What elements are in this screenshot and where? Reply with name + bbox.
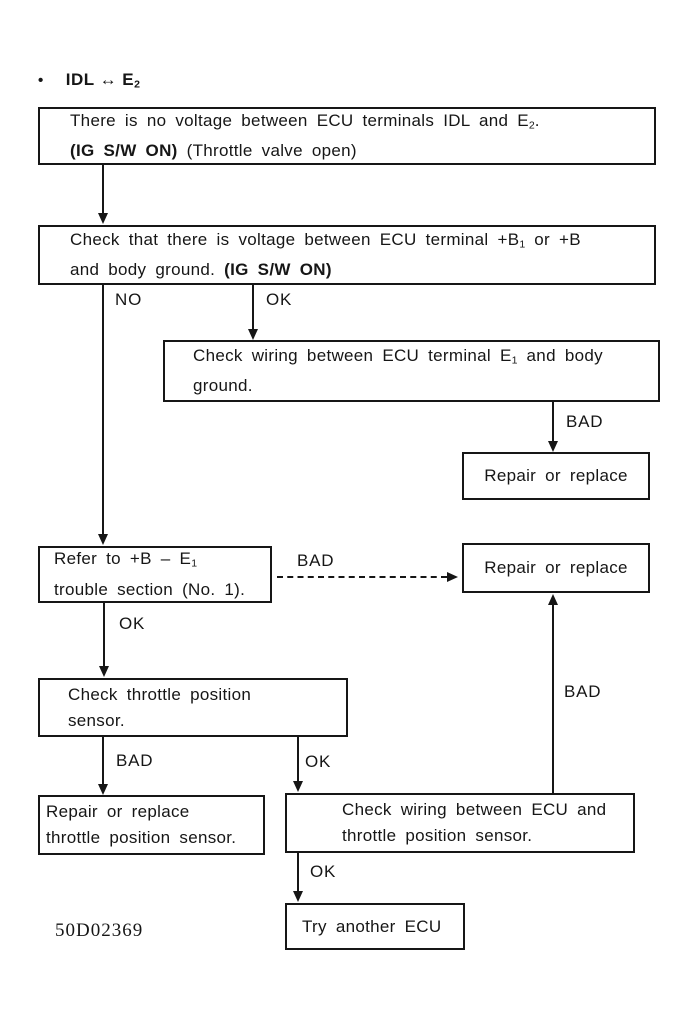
label-bad-1: BAD — [566, 412, 604, 431]
arrow-right-icon — [447, 572, 458, 582]
arrow-down-icon — [293, 891, 303, 902]
connector-bad-1 — [552, 402, 554, 442]
box-repair-mid: Repair or replace — [462, 543, 650, 593]
box-check-tps-line2: sensor. — [68, 710, 125, 730]
box-check-voltage: Check that there is voltage between ECU … — [38, 225, 656, 285]
box-check-wiring-e1: Check wiring between ECU terminal E1 and… — [163, 340, 660, 402]
box-repair-mid-label: Repair or replace — [484, 558, 628, 577]
arrow-down-icon — [548, 441, 558, 452]
box-check-tps: Check throttle position sensor. — [38, 678, 348, 737]
label-ok-4: OK — [310, 862, 337, 881]
box-check-wiring-e1-line1: Check wiring between ECU terminal E1 and… — [193, 345, 603, 367]
box-refer-trouble-line2: trouble section (No. 1). — [54, 579, 246, 599]
label-ok-3: OK — [305, 752, 332, 771]
connector-bad-dashed — [277, 576, 447, 578]
label-bad-4: BAD — [564, 682, 602, 701]
arrow-down-icon — [98, 213, 108, 224]
box-check-wiring-tps-line2: throttle position sensor. — [342, 826, 533, 845]
arrow-down-icon — [99, 666, 109, 677]
box-check-voltage-line1: Check that there is voltage between ECU … — [70, 229, 581, 251]
connector-1 — [102, 164, 104, 215]
connector-bad-4 — [552, 604, 554, 793]
box-check-wiring-e1-line2: ground. — [193, 376, 253, 396]
box-no-voltage-line1: There is no voltage between ECU terminal… — [70, 110, 540, 132]
arrow-down-icon — [248, 329, 258, 340]
arrow-down-icon — [293, 781, 303, 792]
box-check-tps-line1: Check throttle position — [68, 684, 252, 704]
box-no-voltage-line2: (IG S/W ON) (Throttle valve open) — [70, 141, 357, 161]
connector-bad-3 — [102, 737, 104, 784]
bullet-icon: • — [38, 72, 44, 89]
box-repair-top: Repair or replace — [462, 452, 650, 500]
label-bad-3: BAD — [116, 751, 154, 770]
label-no: NO — [115, 290, 143, 309]
box-no-voltage: There is no voltage between ECU terminal… — [38, 107, 656, 165]
section-title: • IDL ↔ E2 — [38, 70, 140, 90]
box-repair-top-label: Repair or replace — [484, 466, 628, 485]
label-ok-2: OK — [119, 614, 146, 633]
connector-ok-2 — [103, 603, 105, 667]
box-try-ecu-label: Try another ECU — [302, 916, 442, 936]
box-refer-trouble: Refer to +B – E1 trouble section (No. 1)… — [38, 546, 272, 603]
box-check-wiring-tps-line1: Check wiring between ECU and — [342, 800, 607, 819]
figure-code: 50D02369 — [55, 920, 144, 941]
box-repair-tps-line2: throttle position sensor. — [46, 828, 237, 847]
connector-ok-1 — [252, 285, 254, 330]
box-check-wiring-tps: Check wiring between ECU and throttle po… — [285, 793, 635, 853]
box-check-voltage-line2: and body ground. (IG S/W ON) — [70, 260, 332, 280]
connector-ok-3 — [297, 737, 299, 782]
section-title-text: IDL ↔ E2 — [65, 70, 140, 91]
arrow-down-icon — [98, 534, 108, 545]
box-repair-tps: Repair or replace throttle position sens… — [38, 795, 265, 855]
connector-ok-4 — [297, 853, 299, 892]
arrow-down-icon — [98, 784, 108, 795]
arrow-up-icon — [548, 594, 558, 605]
connector-no — [102, 285, 104, 535]
box-refer-trouble-line1: Refer to +B – E1 — [54, 549, 198, 570]
label-bad-2: BAD — [297, 551, 335, 570]
box-repair-tps-line1: Repair or replace — [46, 802, 190, 821]
label-ok-1: OK — [266, 290, 293, 309]
box-try-ecu: Try another ECU — [285, 903, 465, 950]
